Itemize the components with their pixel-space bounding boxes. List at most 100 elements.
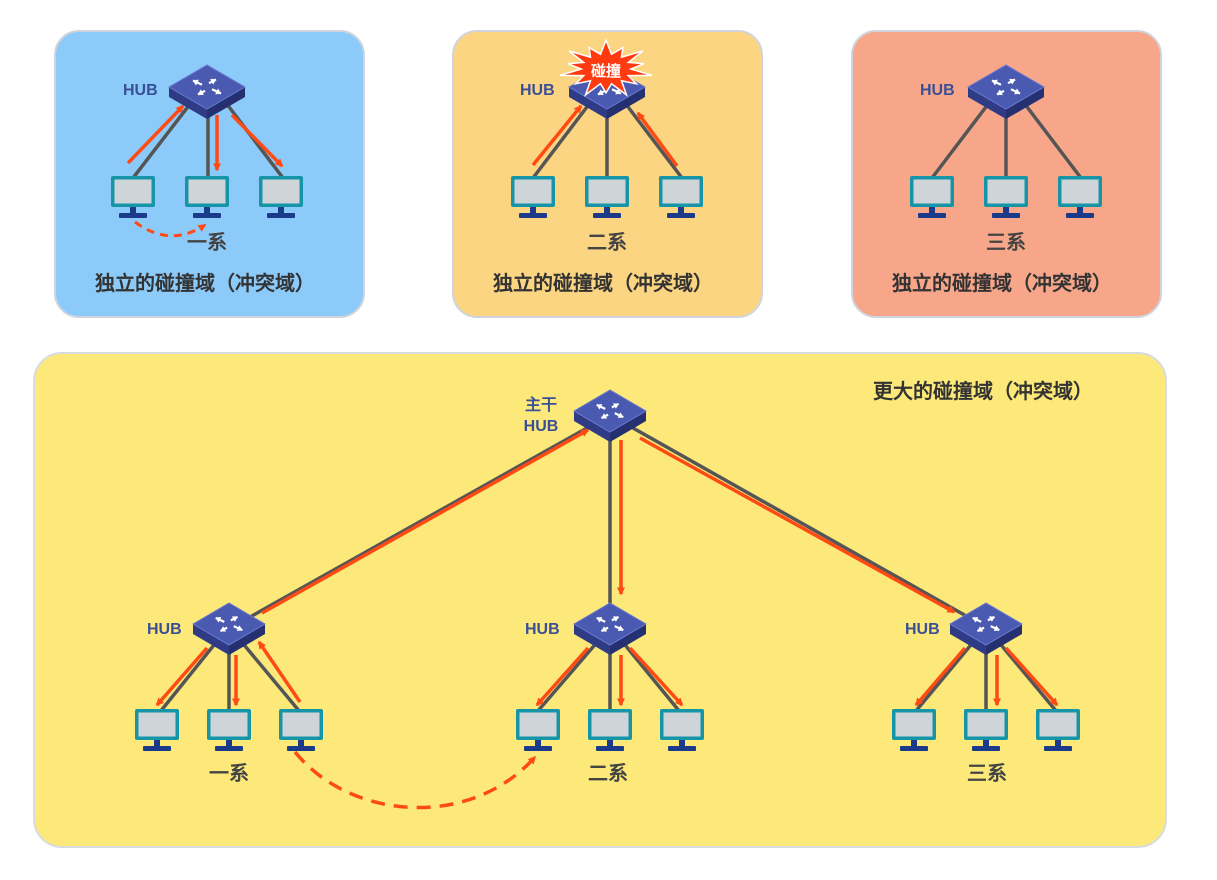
switch-body — [169, 87, 207, 119]
monitor-base — [215, 746, 243, 751]
monitor-screen — [282, 712, 320, 737]
bottom-traffic-arrows — [155, 428, 1059, 707]
domain-label: 独立的碰撞域（冲突域） — [95, 271, 315, 295]
switch-body — [986, 624, 1022, 655]
monitor-screen — [519, 712, 557, 737]
switch-arrows-icon — [972, 615, 1000, 633]
monitor-screen — [663, 712, 701, 737]
switch-arrows-icon — [192, 78, 222, 96]
group-monitor-1-3 — [279, 709, 323, 751]
monitor-base — [1066, 213, 1094, 218]
monitor-screen — [114, 179, 152, 204]
switch-arrows-icon — [991, 78, 1021, 96]
monitor-neck — [154, 740, 160, 747]
monitor-screen — [591, 712, 629, 737]
switch-arrows-icon — [215, 615, 243, 633]
group-monitor-3-1 — [892, 709, 936, 751]
hub-switch-1 — [168, 64, 246, 119]
monitor-screen — [210, 712, 248, 737]
computer-monitor-1-2 — [185, 176, 229, 218]
monitor-neck — [130, 207, 136, 214]
bottom-dashed-arrow — [293, 750, 537, 810]
dept-label: 一系 — [187, 230, 227, 254]
monitor-layer — [111, 176, 1102, 751]
computer-monitor-2-3 — [659, 176, 703, 218]
combined-domain-label: 更大的碰撞域（冲突域） — [873, 379, 1093, 403]
switch-top — [573, 389, 647, 433]
monitor-neck — [679, 740, 685, 747]
monitor-screen — [138, 712, 176, 737]
computer-monitor-3-2 — [984, 176, 1028, 218]
switch-arrows-icon — [596, 402, 624, 420]
group-monitor-1-2 — [207, 709, 251, 751]
monitor-screen — [1039, 712, 1077, 737]
hub-label: HUB — [920, 82, 955, 99]
monitor-screen — [588, 179, 626, 204]
switch-body — [968, 87, 1006, 119]
monitor-screen — [987, 179, 1025, 204]
dept-label: 三系 — [986, 230, 1026, 254]
group-monitor-2-2 — [588, 709, 632, 751]
switch-body — [193, 624, 229, 655]
monitor-screen — [514, 179, 552, 204]
monitor-neck — [1077, 207, 1083, 214]
dept-label: 二系 — [587, 230, 627, 254]
group-monitor-3-3 — [1036, 709, 1080, 751]
monitor-screen — [1061, 179, 1099, 204]
monitor-base — [972, 746, 1000, 751]
monitor-neck — [1055, 740, 1061, 747]
group-hub-switch-1 — [192, 602, 266, 655]
switch-body — [574, 624, 610, 655]
domain-label: 独立的碰撞域（冲突域） — [493, 271, 713, 295]
group-monitor-1-1 — [135, 709, 179, 751]
switch-body — [229, 624, 265, 655]
switch-top — [949, 602, 1023, 646]
computer-monitor-3-3 — [1058, 176, 1102, 218]
dept-label: 三系 — [967, 761, 1007, 785]
group-monitor-2-3 — [660, 709, 704, 751]
monitor-screen — [913, 179, 951, 204]
switch-body — [950, 624, 986, 655]
switch-body — [607, 87, 645, 119]
monitor-base — [593, 213, 621, 218]
hub-label: HUB — [147, 621, 182, 638]
monitor-neck — [604, 207, 610, 214]
hub-label: HUB — [520, 82, 555, 99]
monitor-base — [267, 213, 295, 218]
monitor-base — [524, 746, 552, 751]
monitor-base — [992, 213, 1020, 218]
collision-label: 碰撞 — [591, 62, 621, 80]
monitor-base — [119, 213, 147, 218]
hub-label: HUB — [905, 621, 940, 638]
monitor-base — [143, 746, 171, 751]
switch-top — [192, 602, 266, 646]
switch-body — [1006, 87, 1044, 119]
backbone-hub-switch — [573, 389, 647, 442]
monitor-base — [596, 746, 624, 751]
monitor-neck — [1003, 207, 1009, 214]
switch-arrows-icon — [596, 615, 624, 633]
group-hub-switch-2 — [573, 602, 647, 655]
switch-body — [569, 87, 607, 119]
collision-burst: 碰撞 — [559, 38, 653, 97]
switch-body — [207, 87, 245, 119]
switch-body — [574, 411, 610, 442]
monitor-base — [900, 746, 928, 751]
monitor-neck — [983, 740, 989, 747]
monitor-neck — [607, 740, 613, 747]
monitor-base — [193, 213, 221, 218]
switch-body — [610, 624, 646, 655]
monitor-base — [667, 213, 695, 218]
monitor-screen — [262, 179, 300, 204]
monitor-screen — [662, 179, 700, 204]
group-monitor-3-2 — [964, 709, 1008, 751]
traffic-arrows — [126, 104, 284, 172]
monitor-base — [918, 213, 946, 218]
switch-top — [967, 64, 1045, 110]
computer-monitor-3-1 — [910, 176, 954, 218]
monitor-base — [1044, 746, 1072, 751]
backbone-label-line2: HUB — [524, 418, 559, 435]
backbone-label-line1: 主干 — [525, 395, 557, 414]
group-hub-switch-3 — [949, 602, 1023, 655]
